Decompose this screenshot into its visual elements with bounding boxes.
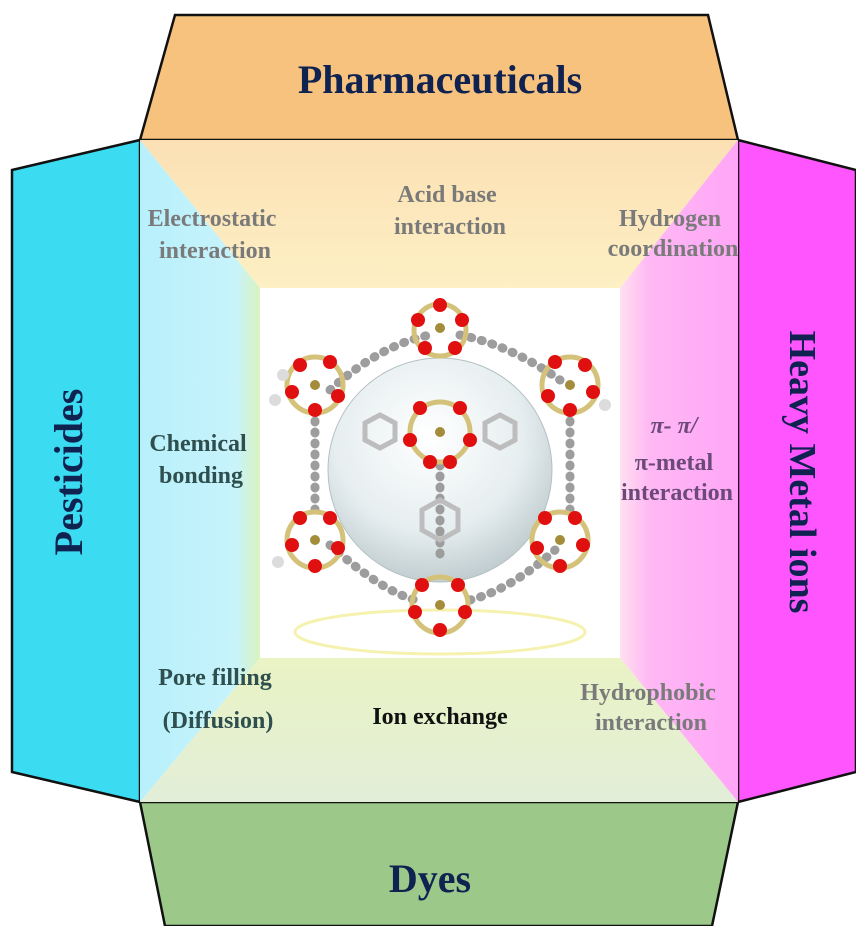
label-ion-exchange: Ion exchange [372, 704, 508, 730]
mof-node [408, 574, 472, 637]
center-image [260, 288, 620, 658]
label-hydrophobic-interaction: Hydrophobic interaction [580, 680, 722, 736]
mof-node [272, 509, 346, 573]
mof-node [269, 354, 346, 417]
inner-bottom-wall [140, 658, 738, 802]
mof-node [411, 298, 469, 359]
label-electrostatic-interaction: Electrostatic interaction [148, 206, 283, 264]
title-heavy-metal-ions: Heavy Metal ions [781, 331, 823, 614]
label-hydrogen-coordination: Hydrogen coordination [608, 206, 739, 262]
inner-top-wall [140, 140, 738, 288]
mof-node [539, 354, 611, 417]
mof-node [403, 399, 477, 469]
label-pore-filling: Pore filling (Diffusion) [158, 665, 278, 734]
mof-node [529, 509, 591, 573]
label-acid-base-interaction: Acid base interaction [394, 182, 506, 240]
title-dyes: Dyes [389, 856, 471, 901]
title-pesticides: Pesticides [46, 389, 91, 556]
title-pharmaceuticals: Pharmaceuticals [298, 57, 582, 102]
label-pi-interaction: π- π/ π-metal interaction [621, 413, 733, 506]
inner-right-wall [620, 140, 738, 802]
inner-left-wall [140, 140, 260, 802]
label-chemical-bonding: Chemical bonding [149, 431, 252, 489]
